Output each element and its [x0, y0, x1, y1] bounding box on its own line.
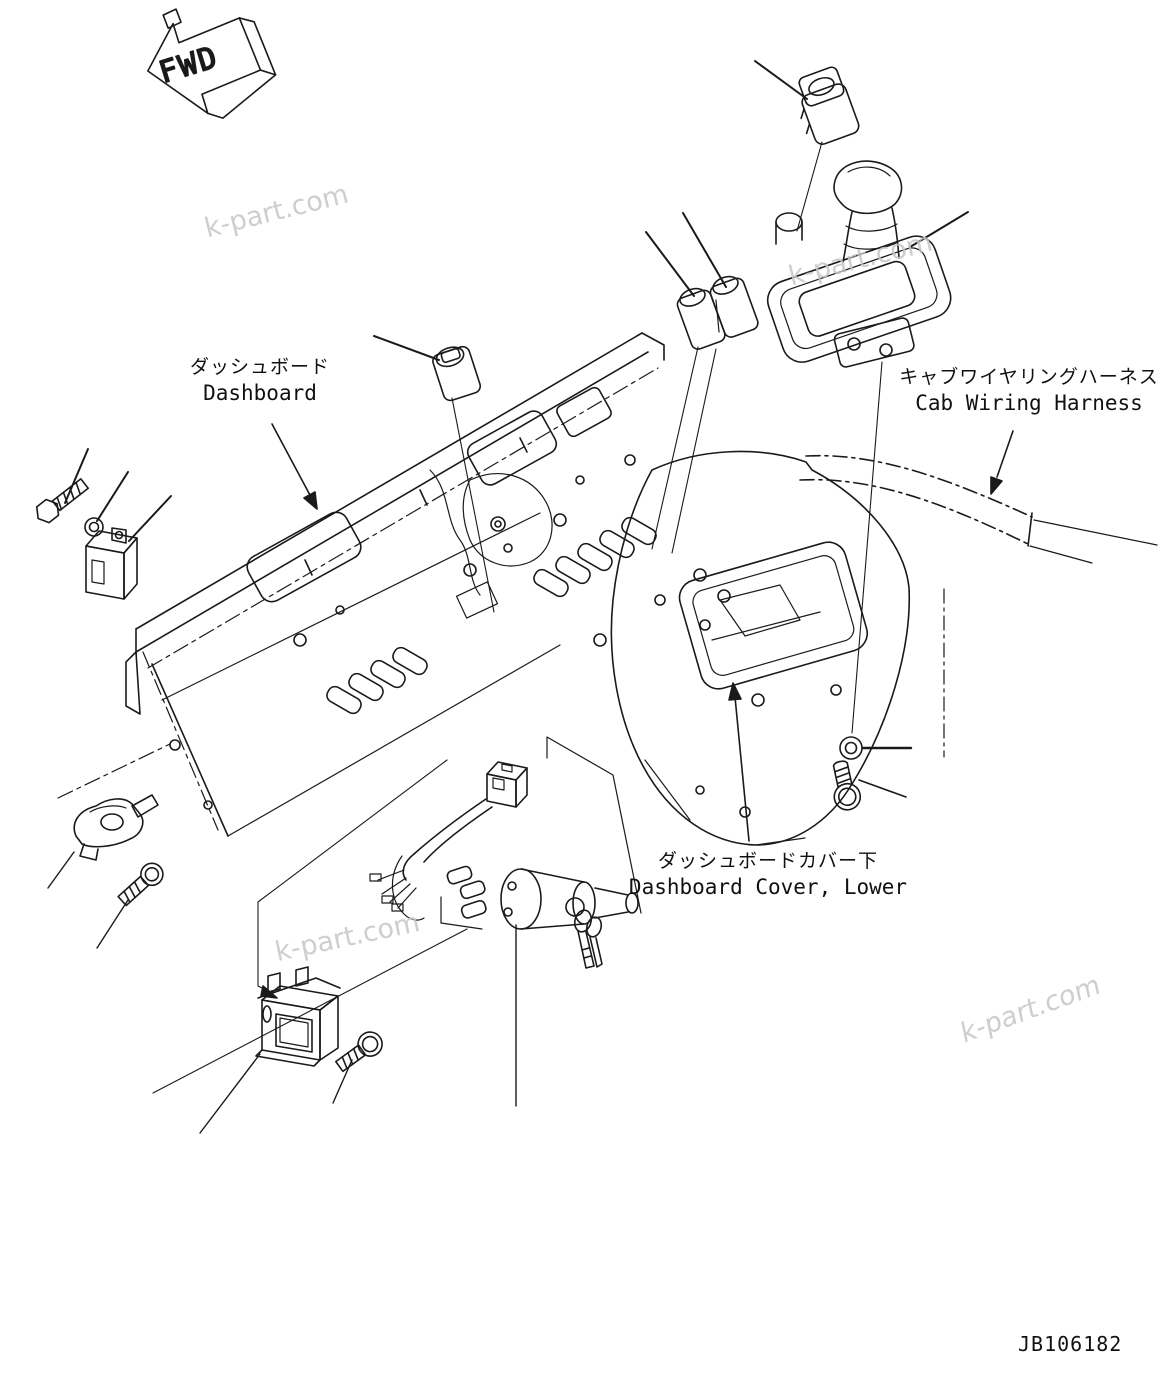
- switch-hole-cluster-left: [326, 646, 428, 715]
- dashboard-frame: [125, 332, 945, 837]
- cab-wiring-harness-label-ja: キャブワイヤリングハーネス: [899, 366, 1159, 388]
- switch-hole-cluster-center: [533, 516, 657, 598]
- cab-wiring-harness-label: キャブワイヤリングハーネス Cab Wiring Harness: [893, 366, 1163, 416]
- dashboard-cover-lower-label-ja: ダッシュボードカバー下: [657, 850, 878, 872]
- fwd-text: FWD: [155, 40, 223, 91]
- fwd-direction-arrow: FWD: [147, 8, 277, 119]
- washer: [84, 471, 129, 537]
- ignition-key-switch: [500, 868, 639, 930]
- mounting-screw: [332, 1031, 383, 1104]
- relay-box: [85, 495, 172, 600]
- washer-right: [839, 736, 913, 760]
- keys: [565, 897, 603, 969]
- bolt: [35, 448, 89, 524]
- dual-rocker-switch: [645, 212, 759, 554]
- dashboard-cover-lower: [610, 450, 911, 846]
- key-switch-harness-assembly: [152, 736, 642, 1107]
- single-switch: [373, 335, 495, 613]
- rocker-switch: [754, 60, 860, 232]
- dashboard-label-ja: ダッシュボード: [189, 356, 330, 378]
- clip-bracket: [47, 743, 171, 889]
- dashboard-cover-lower-label-en: Dashboard Cover, Lower: [628, 874, 908, 899]
- cab-wiring-harness-tube: [799, 454, 1158, 564]
- console-lever-assembly: [766, 160, 969, 734]
- dashboard-label-en: Dashboard: [203, 380, 317, 405]
- controller-box: [199, 966, 341, 1134]
- dashboard-cover-lower-label: ダッシュボードカバー下 Dashboard Cover, Lower: [618, 850, 918, 900]
- cab-wiring-harness-label-en: Cab Wiring Harness: [915, 390, 1143, 415]
- label-leader-arrows: [271, 423, 1014, 842]
- clip-screw: [96, 862, 164, 949]
- dashboard-label: ダッシュボード Dashboard: [130, 356, 390, 406]
- drawing-number: JB106182: [1018, 1332, 1123, 1356]
- screw-right: [832, 760, 907, 811]
